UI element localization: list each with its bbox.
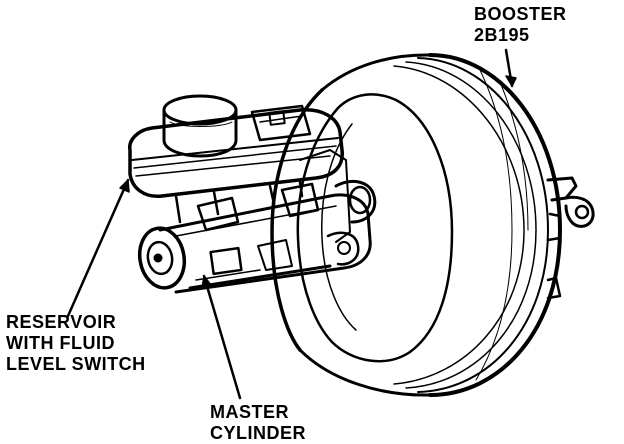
- master-cylinder-callout-line-2: CYLINDER: [210, 423, 307, 443]
- booster-callout-line-1: BOOSTER: [474, 4, 567, 24]
- booster-drum: [272, 55, 560, 395]
- reservoir-callout-line-1: RESERVOIR: [6, 312, 117, 332]
- booster-callout-line-2: 2B195: [474, 25, 530, 45]
- reservoir-leader: [68, 180, 129, 316]
- booster-leader: [506, 50, 516, 86]
- reservoir-callout: RESERVOIR WITH FLUID LEVEL SWITCH: [6, 312, 146, 375]
- master-cylinder-leader: [202, 276, 240, 398]
- master-cylinder-callout: MASTER CYLINDER: [210, 402, 306, 444]
- master-cylinder-body: [135, 150, 375, 292]
- reservoir-callout-line-2: WITH FLUID: [6, 333, 115, 353]
- reservoir: [130, 96, 343, 222]
- booster-mounting-stud: [548, 178, 593, 298]
- booster-callout: BOOSTER 2B195: [474, 4, 567, 46]
- master-cylinder-callout-line-1: MASTER: [210, 402, 289, 422]
- reservoir-callout-line-3: LEVEL SWITCH: [6, 354, 146, 374]
